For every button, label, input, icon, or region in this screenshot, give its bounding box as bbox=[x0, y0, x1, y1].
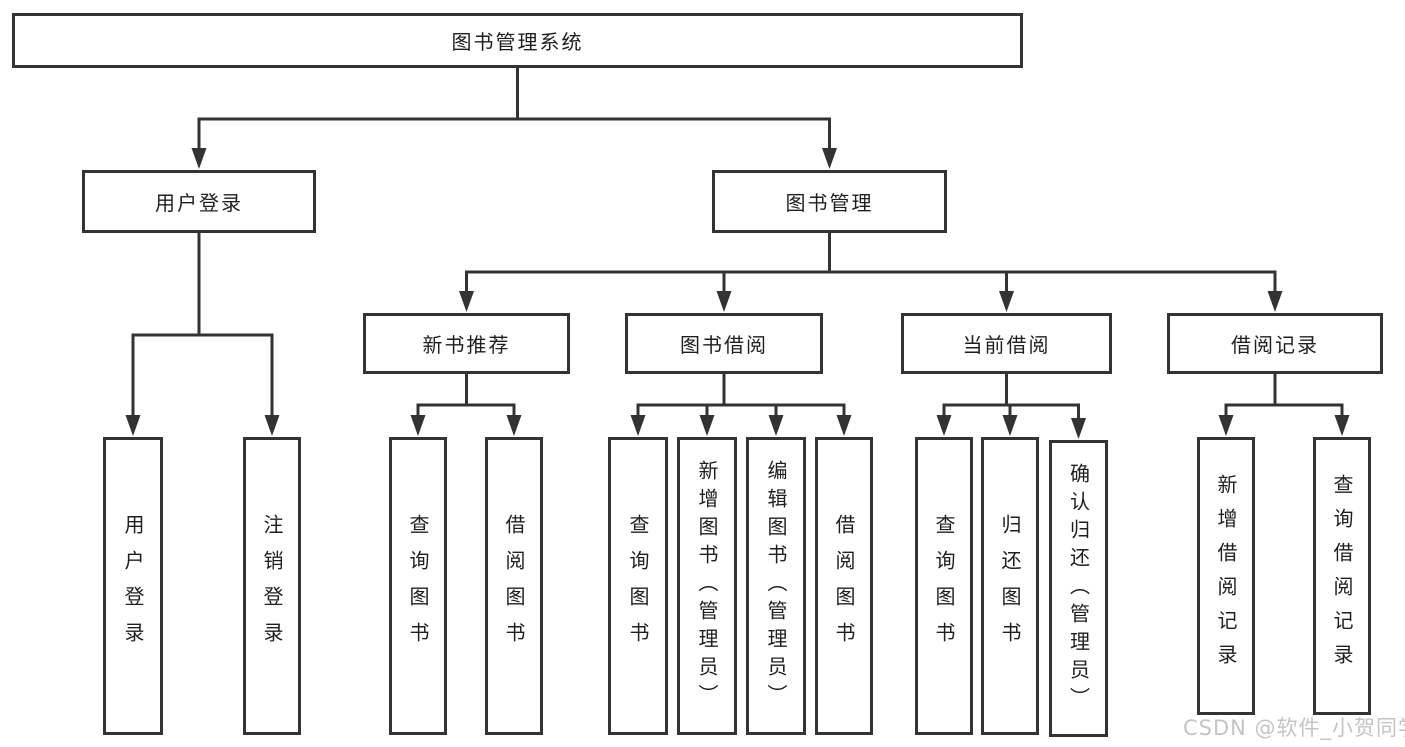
arrowhead-icon bbox=[716, 291, 732, 312]
node-leaf-query-books-current: 查询图书 bbox=[915, 437, 973, 735]
node-leaf-logout: 注销登录 bbox=[243, 437, 301, 735]
node-label: 新书推荐 bbox=[422, 333, 511, 357]
arrowhead-icon bbox=[936, 415, 952, 436]
arrowhead-icon bbox=[1334, 415, 1350, 436]
node-label: 图书管理系统 bbox=[451, 30, 584, 54]
arrowhead-icon bbox=[1267, 291, 1283, 312]
arrowhead-icon bbox=[836, 415, 852, 436]
node-label: 借阅图书 bbox=[502, 514, 526, 658]
node-label: 用户登录 bbox=[155, 191, 243, 215]
node-leaf-return-books: 归还图书 bbox=[981, 437, 1039, 735]
node-label: 用户登录 bbox=[121, 514, 145, 658]
node-label: 查询借阅记录 bbox=[1330, 474, 1354, 678]
node-label: 新增图书（管理员） bbox=[695, 460, 719, 712]
node-leaf-query-books-rec: 查询图书 bbox=[389, 437, 447, 735]
node-leaf-add-borrow-record: 新增借阅记录 bbox=[1197, 437, 1255, 715]
node-label: 新增借阅记录 bbox=[1214, 474, 1238, 678]
node-system-root: 图书管理系统 bbox=[12, 13, 1023, 68]
node-leaf-query-borrow-record: 查询借阅记录 bbox=[1313, 437, 1371, 715]
node-current-borrowing: 当前借阅 bbox=[901, 313, 1112, 374]
arrowhead-icon bbox=[410, 415, 426, 436]
arrowhead-icon bbox=[999, 291, 1014, 312]
arrowhead-icon bbox=[459, 291, 474, 312]
node-label: 查询图书 bbox=[626, 514, 650, 658]
node-new-book-recommend: 新书推荐 bbox=[363, 313, 570, 374]
arrowhead-icon bbox=[699, 415, 715, 436]
arrowhead-icon bbox=[768, 415, 784, 436]
node-leaf-borrow-books-rec: 借阅图书 bbox=[485, 437, 543, 735]
node-label: 归还图书 bbox=[998, 514, 1022, 658]
node-label: 当前借阅 bbox=[962, 333, 1051, 357]
arrowhead-icon bbox=[1071, 418, 1086, 439]
node-book-borrowing: 图书借阅 bbox=[625, 313, 823, 374]
arrowhead-icon bbox=[1218, 415, 1234, 436]
node-leaf-user-login: 用户登录 bbox=[103, 437, 163, 735]
node-borrowing-records: 借阅记录 bbox=[1167, 313, 1383, 374]
arrowhead-icon bbox=[506, 415, 522, 436]
node-label: 确认归还（管理员） bbox=[1066, 462, 1091, 715]
node-leaf-edit-books-admin: 编辑图书（管理员） bbox=[746, 437, 806, 735]
node-label: 图书借阅 bbox=[680, 333, 768, 357]
arrowhead-icon bbox=[822, 148, 837, 169]
node-label: 查询图书 bbox=[406, 514, 430, 658]
node-book-management: 图书管理 bbox=[712, 170, 947, 233]
arrowhead-icon bbox=[191, 148, 207, 169]
node-label: 借阅记录 bbox=[1231, 333, 1319, 357]
node-leaf-add-books-admin: 新增图书（管理员） bbox=[677, 437, 737, 735]
node-label: 编辑图书（管理员） bbox=[764, 460, 788, 712]
csdn-watermark: CSDN @软件_小贺同学 bbox=[1183, 716, 1405, 740]
node-leaf-confirm-return-admin: 确认归还（管理员） bbox=[1049, 440, 1108, 737]
node-user-login: 用户登录 bbox=[82, 170, 316, 233]
node-leaf-query-books-borrow: 查询图书 bbox=[608, 437, 668, 735]
arrowhead-icon bbox=[1002, 415, 1018, 436]
node-label: 借阅图书 bbox=[832, 514, 856, 658]
arrowhead-icon bbox=[630, 415, 646, 436]
arrowhead-icon bbox=[264, 415, 280, 436]
node-leaf-borrow-books: 借阅图书 bbox=[815, 437, 873, 735]
node-label: 注销登录 bbox=[260, 514, 284, 658]
node-label: 图书管理 bbox=[785, 191, 874, 215]
arrowhead-icon bbox=[125, 415, 141, 436]
node-label: 查询图书 bbox=[932, 514, 956, 658]
